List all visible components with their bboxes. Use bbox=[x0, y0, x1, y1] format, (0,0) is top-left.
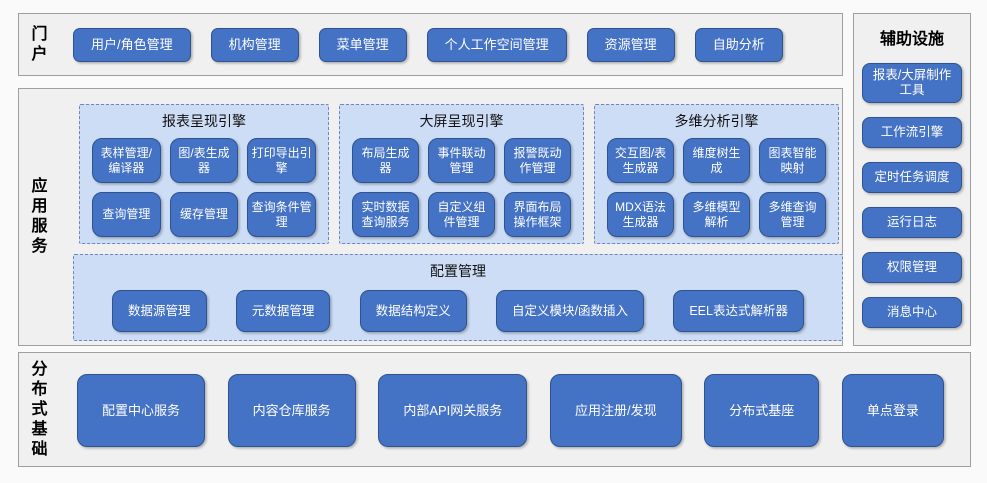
foundation-node-row: 配置中心服务 内容仓库服务 内部API网关服务 应用注册/发现 分布式基座 单点… bbox=[77, 374, 944, 447]
app-services-section: 应用服务 报表呈现引擎 表样管理/编译器 图/表生成器 打印导出引擎 查询管理 … bbox=[18, 88, 843, 346]
engine-node: 查询管理 bbox=[92, 192, 161, 237]
aux-section-title: 辅助设施 bbox=[879, 31, 944, 48]
engine-node: 图表智能映射 bbox=[759, 138, 826, 183]
config-node-row: 数据源管理 元数据管理 数据结构定义 自定义模块/函数插入 EEL表达式解析器 bbox=[74, 281, 842, 332]
portal-node: 用户/角色管理 bbox=[73, 28, 191, 62]
config-node: 自定义模块/函数插入 bbox=[496, 290, 645, 332]
engine-node: 图/表生成器 bbox=[169, 138, 239, 183]
portal-node: 菜单管理 bbox=[318, 28, 407, 62]
portal-node: 资源管理 bbox=[586, 28, 675, 62]
engine-node: 报警既动作管理 bbox=[504, 138, 571, 183]
portal-node: 个人工作空间管理 bbox=[426, 28, 567, 62]
olap-engine-group: 多维分析引擎 交互图/表生成器 维度树生成 图表智能映射 MDX语法生成器 多维… bbox=[594, 104, 839, 244]
report-engine-group: 报表呈现引擎 表样管理/编译器 图/表生成器 打印导出引擎 查询管理 缓存管理 … bbox=[79, 104, 329, 244]
engine-node: 交互图/表生成器 bbox=[607, 138, 674, 183]
group-title: 多维分析引擎 bbox=[674, 113, 759, 129]
config-management-group: 配置管理 数据源管理 元数据管理 数据结构定义 自定义模块/函数插入 EEL表达… bbox=[73, 254, 843, 341]
foundation-node: 单点登录 bbox=[841, 374, 944, 447]
engine-node: 多维查询管理 bbox=[759, 192, 826, 237]
group-grid: 交互图/表生成器 维度树生成 图表智能映射 MDX语法生成器 多维模型解析 多维… bbox=[595, 131, 838, 237]
engine-node: 多维模型解析 bbox=[683, 192, 750, 237]
aux-node: 工作流引擎 bbox=[862, 117, 962, 148]
engine-node: 查询条件管理 bbox=[247, 192, 316, 237]
portal-node: 自助分析 bbox=[694, 28, 783, 62]
engine-node: 布局生成器 bbox=[352, 138, 419, 183]
portal-section-label: 门户 bbox=[31, 25, 48, 63]
config-node: 数据结构定义 bbox=[359, 290, 467, 332]
group-title: 配置管理 bbox=[430, 263, 486, 279]
engine-node: 表样管理/编译器 bbox=[92, 138, 161, 183]
engine-node: 事件联动管理 bbox=[428, 138, 495, 183]
aux-node: 运行日志 bbox=[862, 207, 962, 238]
aux-node: 定时任务调度 bbox=[862, 162, 962, 193]
config-node: 数据源管理 bbox=[112, 290, 207, 332]
group-grid: 布局生成器 事件联动管理 报警既动作管理 实时数据查询服务 自定义组件管理 界面… bbox=[340, 131, 583, 237]
engine-node: MDX语法生成器 bbox=[607, 192, 674, 237]
foundation-node: 应用注册/发现 bbox=[549, 374, 682, 447]
portal-node-row: 用户/角色管理 机构管理 菜单管理 个人工作空间管理 资源管理 自助分析 bbox=[73, 28, 836, 62]
foundation-section-label: 分布式基础 bbox=[31, 360, 48, 458]
foundation-node: 内容仓库服务 bbox=[227, 374, 356, 447]
group-title: 报表呈现引擎 bbox=[162, 113, 246, 129]
portal-section: 门户 用户/角色管理 机构管理 菜单管理 个人工作空间管理 资源管理 自助分析 bbox=[18, 13, 843, 76]
config-node: 元数据管理 bbox=[235, 290, 331, 332]
engine-node: 自定义组件管理 bbox=[428, 192, 495, 237]
app-services-section-label: 应用服务 bbox=[31, 178, 48, 255]
engine-groups: 报表呈现引擎 表样管理/编译器 图/表生成器 打印导出引擎 查询管理 缓存管理 … bbox=[79, 104, 839, 244]
portal-node: 机构管理 bbox=[210, 28, 299, 62]
aux-node: 权限管理 bbox=[862, 252, 962, 283]
config-node: EEL表达式解析器 bbox=[673, 290, 804, 332]
group-title: 大屏呈现引擎 bbox=[419, 113, 504, 129]
engine-node: 打印导出引擎 bbox=[247, 138, 316, 183]
aux-node: 报表/大屏制作工具 bbox=[862, 63, 962, 103]
foundation-node: 内部API网关服务 bbox=[378, 374, 528, 447]
aux-facilities-section: 辅助设施 报表/大屏制作工具 工作流引擎 定时任务调度 运行日志 权限管理 消息… bbox=[853, 13, 971, 346]
engine-node: 界面布局操作框架 bbox=[504, 192, 571, 237]
aux-node: 消息中心 bbox=[862, 297, 962, 328]
engine-node: 实时数据查询服务 bbox=[352, 192, 419, 237]
distributed-foundation-section: 分布式基础 配置中心服务 内容仓库服务 内部API网关服务 应用注册/发现 分布… bbox=[18, 352, 971, 467]
engine-node: 维度树生成 bbox=[683, 138, 750, 183]
foundation-node: 分布式基座 bbox=[704, 374, 820, 447]
foundation-node: 配置中心服务 bbox=[77, 374, 206, 447]
aux-node-column: 报表/大屏制作工具 工作流引擎 定时任务调度 运行日志 权限管理 消息中心 bbox=[854, 63, 970, 328]
engine-node: 缓存管理 bbox=[169, 192, 239, 237]
bigscreen-engine-group: 大屏呈现引擎 布局生成器 事件联动管理 报警既动作管理 实时数据查询服务 自定义… bbox=[339, 104, 584, 244]
group-grid: 表样管理/编译器 图/表生成器 打印导出引擎 查询管理 缓存管理 查询条件管理 bbox=[80, 131, 328, 237]
